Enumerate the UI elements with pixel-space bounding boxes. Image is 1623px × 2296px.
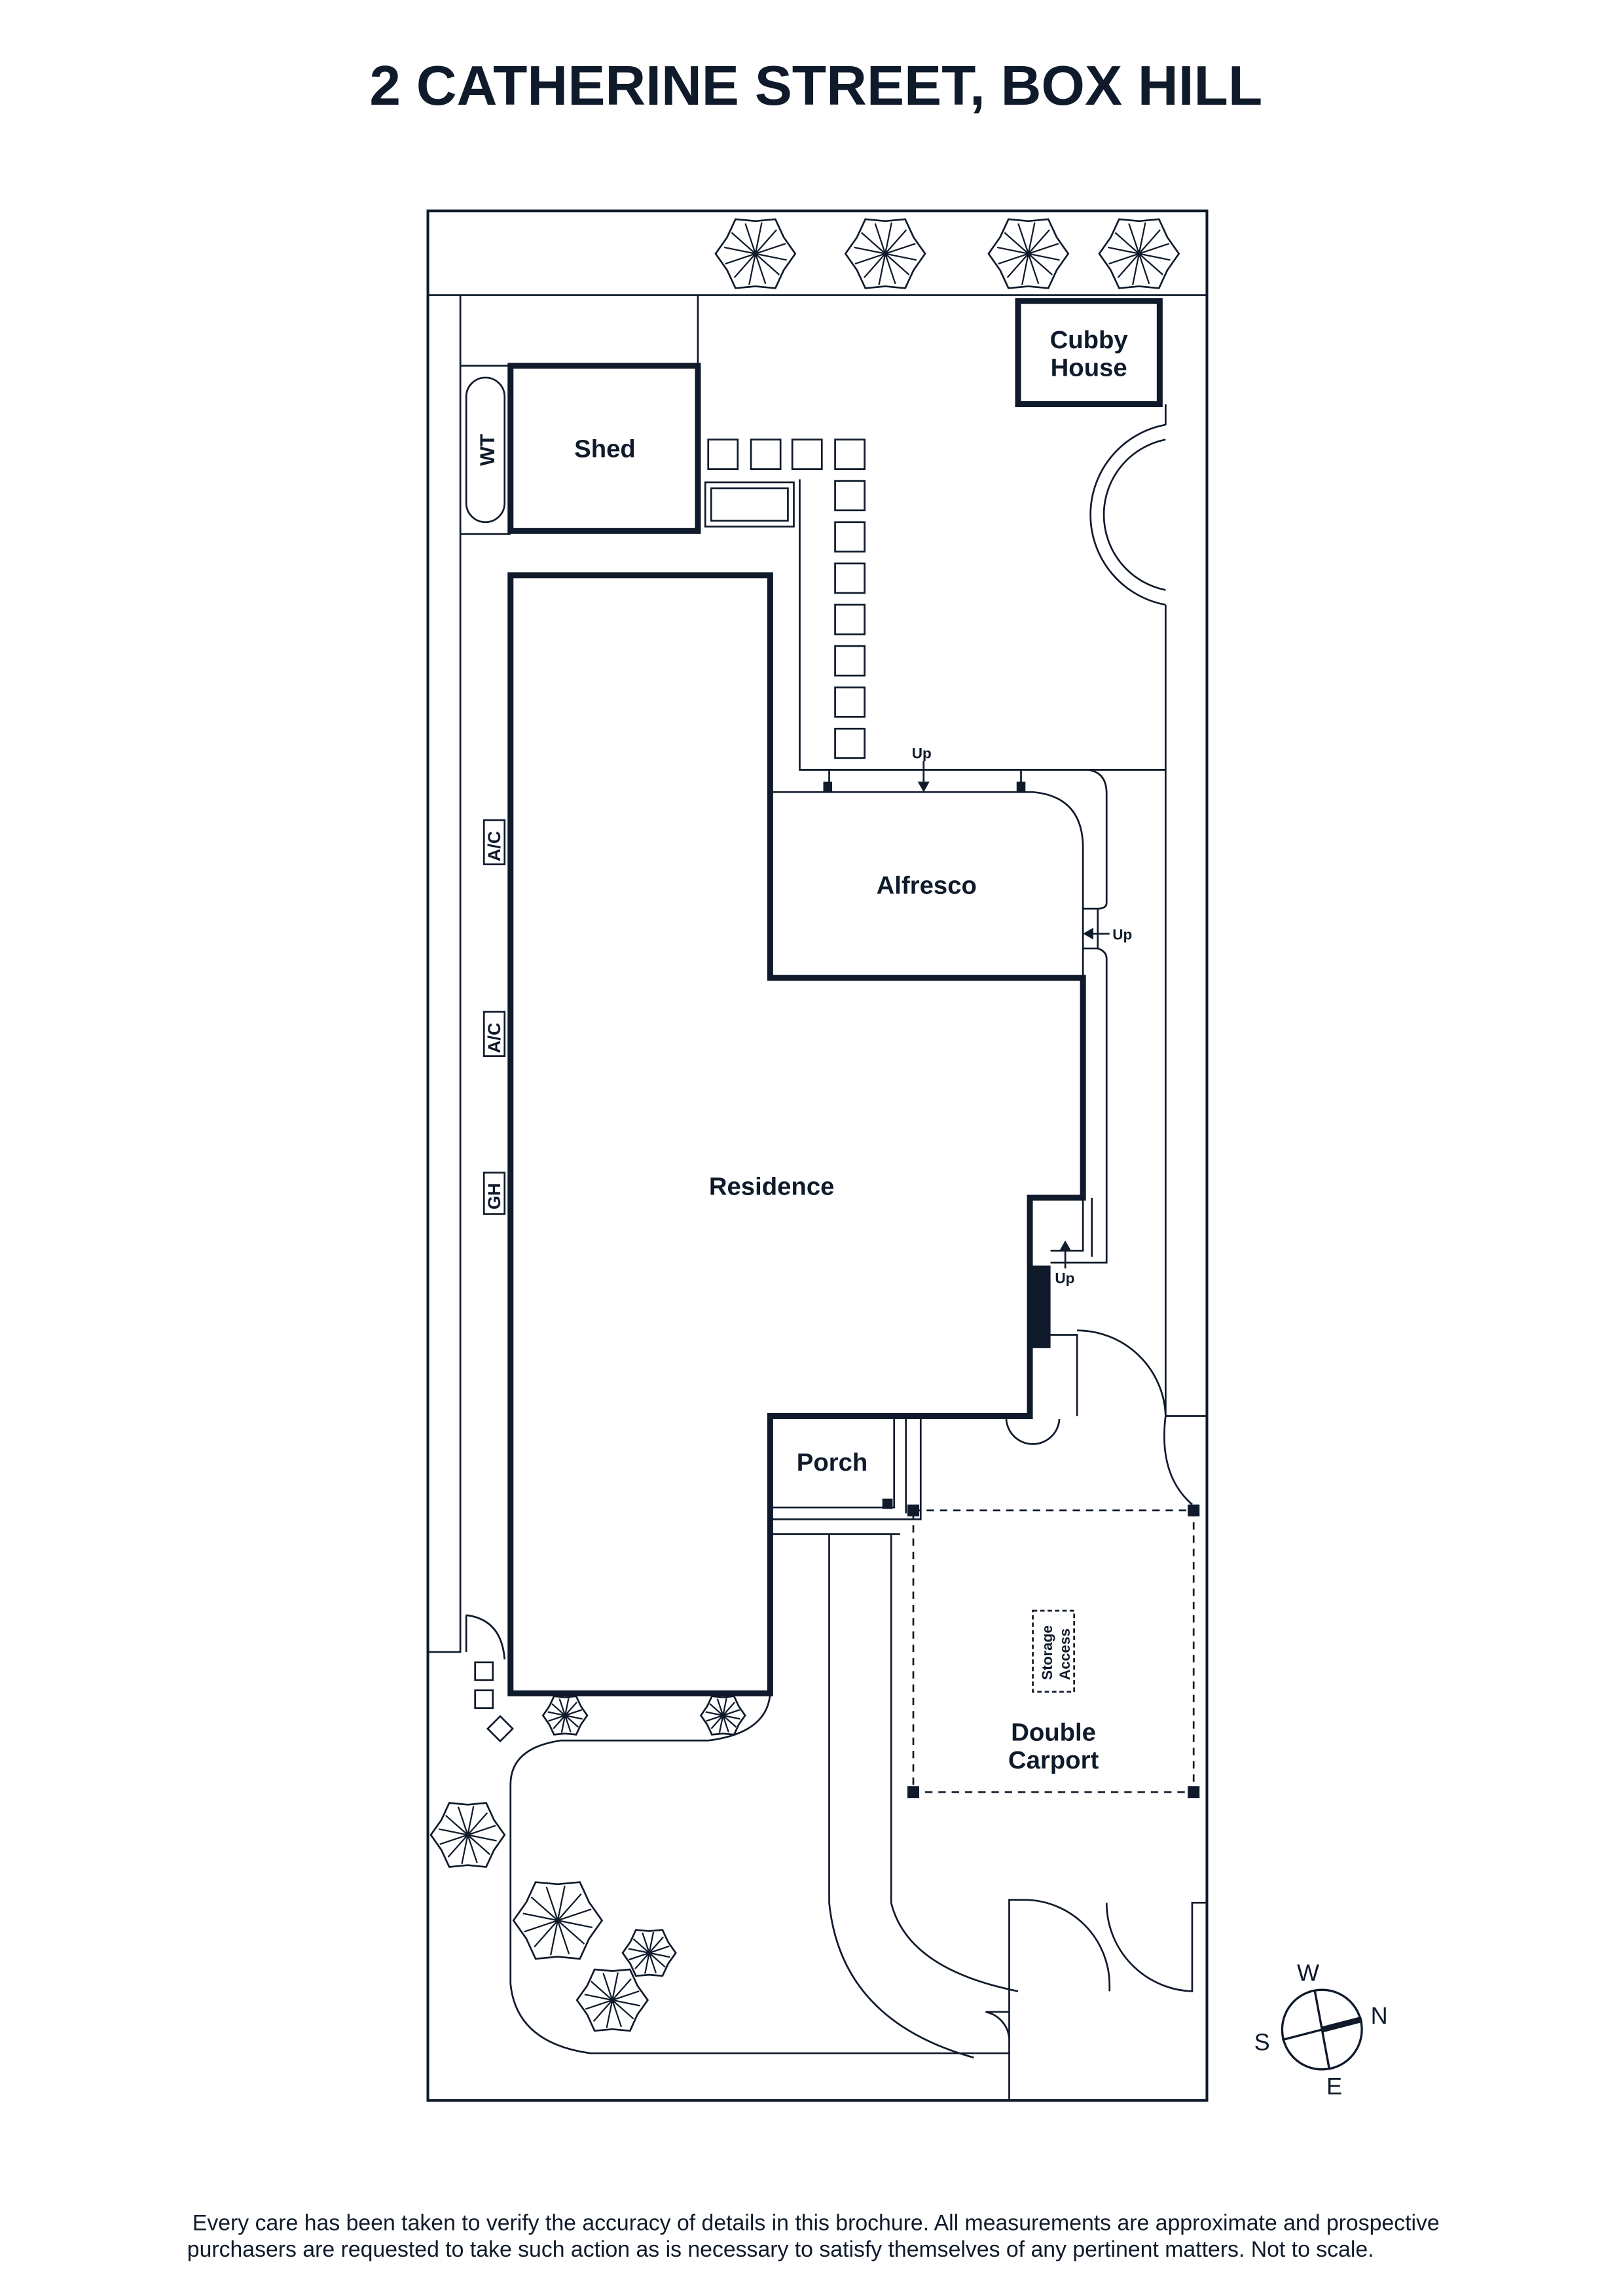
driveway: [828, 1534, 1207, 2101]
tree-icon: [512, 1881, 604, 1960]
storage-access-label-2: Access: [1057, 1628, 1073, 1680]
disclaimer-line-2: purchasers are requested to take such ac…: [187, 2237, 1374, 2262]
steps-up-arrows: Up Up Up: [912, 745, 1133, 1286]
page-title: 2 CATHERINE STREET, BOX HILL: [369, 54, 1262, 117]
tree-icon: [541, 1695, 589, 1736]
tree-icon: [621, 1929, 677, 1977]
residence-label: Residence: [709, 1172, 835, 1200]
disclaimer-line-1: Every care has been taken to verify the …: [192, 2210, 1440, 2235]
shed-label: Shed: [574, 435, 636, 463]
shed: Shed: [507, 363, 701, 534]
carport-label: Double: [1011, 1718, 1096, 1746]
tree-icon: [429, 1802, 506, 1868]
alfresco-label: Alfresco: [877, 872, 977, 900]
up-label-2: Up: [1112, 927, 1132, 943]
gate-swing: [1005, 1329, 1193, 1505]
paving-stones: [704, 439, 866, 759]
storage-access-label: Storage: [1039, 1625, 1055, 1680]
alfresco: Alfresco: [770, 769, 1108, 1264]
cubby-house-label: Cubby: [1050, 326, 1129, 354]
tree-icon: [575, 1968, 649, 2032]
compass-west: W: [1297, 1960, 1319, 1986]
compass-south: S: [1254, 2029, 1270, 2056]
ac-label-2: A/C: [484, 1023, 504, 1054]
property-boundary: [426, 209, 1209, 2102]
garden-bed: [509, 1693, 1010, 2054]
cubby-house: Cubby House: [1015, 298, 1163, 408]
tree-icon: [714, 218, 797, 289]
carport-label-2: Carport: [1008, 1746, 1099, 1774]
porch: Porch: [770, 1416, 922, 1535]
tree-icon: [844, 218, 926, 289]
tree-icon: [1098, 218, 1180, 289]
up-label-1: Up: [912, 745, 932, 761]
compass-north: N: [1371, 2002, 1388, 2029]
up-label-3: Up: [1055, 1270, 1074, 1287]
ac-label-1: A/C: [484, 831, 504, 862]
tree-icon: [987, 218, 1070, 289]
water-tank: WT: [465, 376, 506, 524]
side-utilities: A/C A/C GH: [474, 819, 515, 1743]
gh-label: GH: [484, 1183, 504, 1210]
porch-label: Porch: [797, 1448, 868, 1477]
compass-east: E: [1326, 2073, 1342, 2100]
compass: W N S E: [1254, 1960, 1388, 2100]
residence: Residence: [507, 572, 1086, 1696]
tree-icon: [699, 1695, 746, 1736]
trees: [429, 218, 1180, 2032]
cubby-house-label-2: House: [1051, 354, 1127, 382]
double-carport: Storage Access Double Carport: [907, 1504, 1200, 1799]
water-tank-label: WT: [475, 434, 499, 466]
